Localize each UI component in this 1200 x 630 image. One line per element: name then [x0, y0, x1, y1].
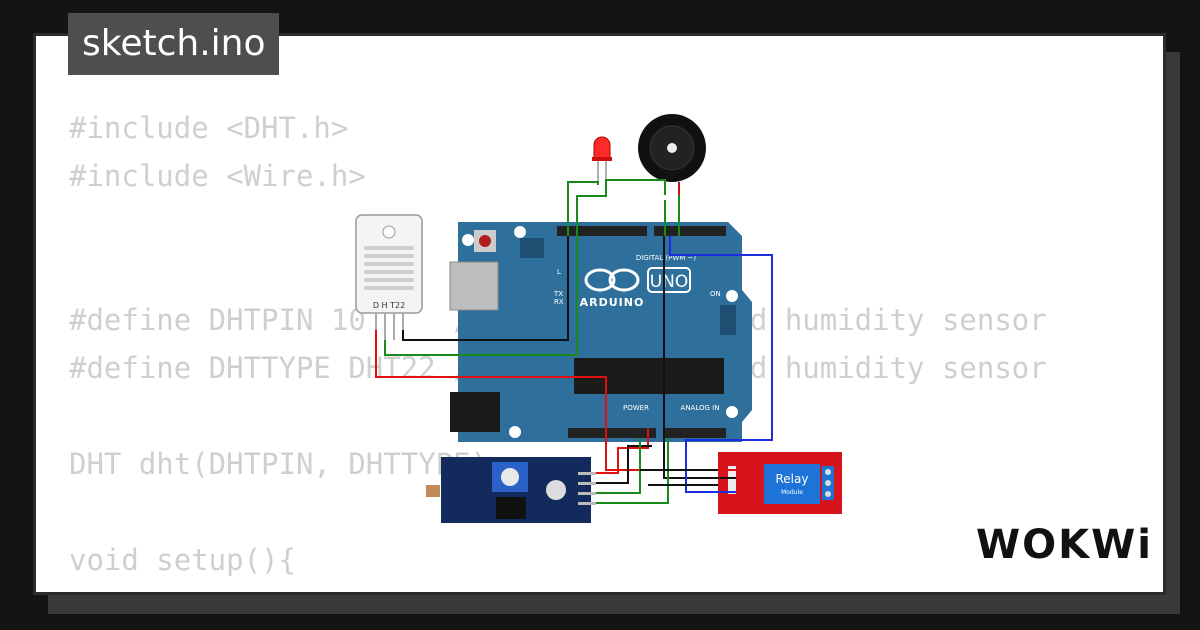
- circuit-diagram: D H T22: [355, 114, 842, 523]
- file-tab[interactable]: sketch.ino: [68, 13, 280, 75]
- code-line: #include <DHT.h>: [69, 111, 349, 145]
- dht22-sensor[interactable]: D H T22: [355, 214, 423, 340]
- power-label: POWER: [623, 404, 649, 412]
- on-label: ON: [710, 290, 721, 298]
- wires: [375, 179, 773, 504]
- wokwi-logo: WOKWi: [976, 522, 1153, 568]
- relay-sublabel: Module: [781, 489, 803, 496]
- code-line: #include <Wire.h>: [69, 159, 366, 193]
- ldr-module[interactable]: [426, 457, 596, 523]
- digital-header-label: DIGITAL (PWM ~): [636, 254, 697, 262]
- buzzer[interactable]: [638, 114, 706, 195]
- analog-label: ANALOG IN: [681, 404, 720, 412]
- relay-label: Relay: [776, 472, 809, 486]
- relay-module[interactable]: Relay Module: [718, 452, 842, 514]
- l-label: L: [557, 268, 561, 276]
- rx-label: RX: [554, 298, 564, 306]
- dht22-label: D H T22: [373, 301, 405, 310]
- code-line: DHT dht(DHTPIN, DHTTYPE);: [69, 447, 506, 481]
- code-line: Serial.begin(9600); //Serial port baud r…: [69, 584, 1047, 592]
- led[interactable]: [592, 136, 612, 185]
- arduino-uno-board[interactable]: UNO ARDUINO DIGITAL (PWM ~) ON TX RX L P…: [449, 222, 752, 442]
- code-line: void setup(){: [69, 543, 296, 577]
- arduino-model: UNO: [650, 272, 689, 292]
- arduino-brand: ARDUINO: [580, 296, 645, 309]
- tx-label: TX: [553, 290, 563, 298]
